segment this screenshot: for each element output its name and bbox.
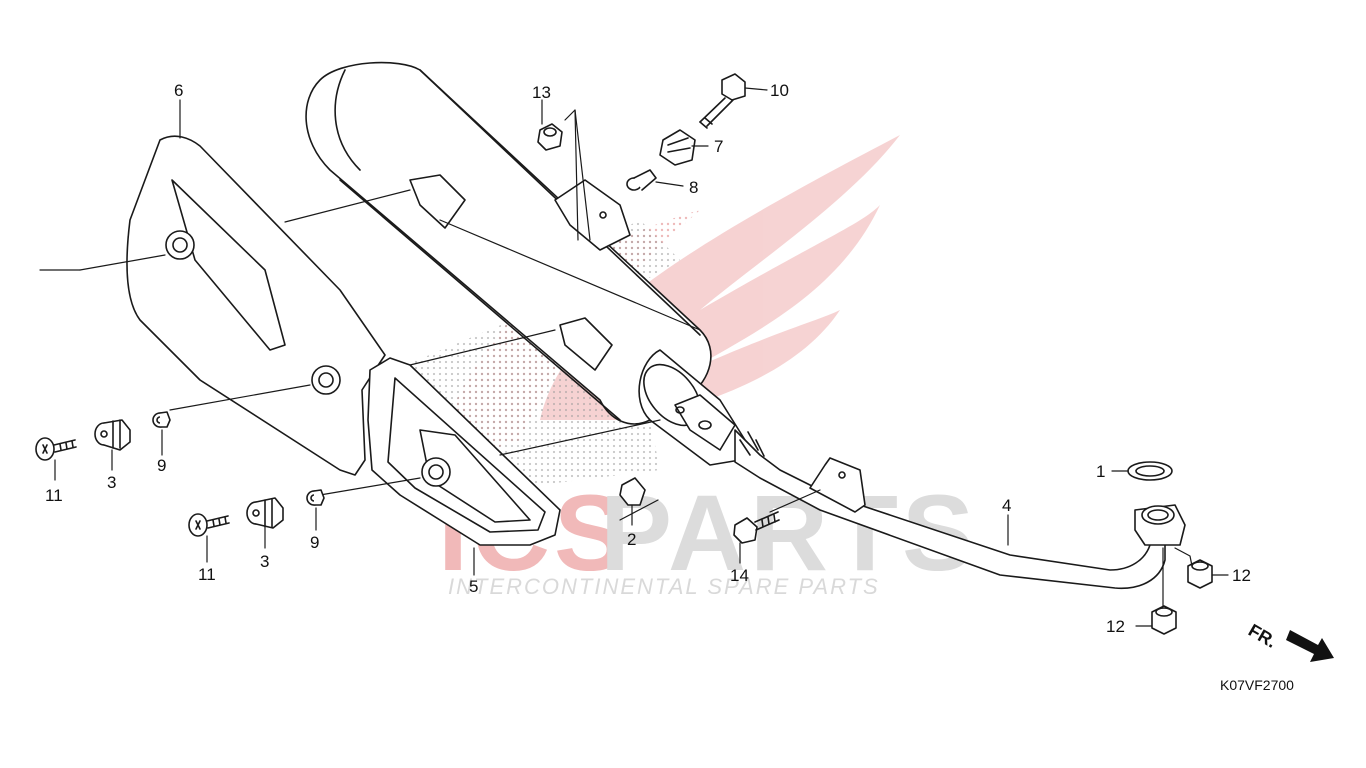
muffler-bracket-lower bbox=[674, 394, 736, 451]
rubber-part-3-a bbox=[94, 419, 131, 451]
callout-6: 6 bbox=[174, 81, 184, 100]
front-arrow-icon bbox=[1286, 630, 1334, 662]
pipe-flange bbox=[1134, 504, 1186, 546]
callout-leaders bbox=[54, 87, 1229, 627]
callout-3-left: 3 bbox=[107, 473, 117, 492]
collar-part-9-b bbox=[306, 489, 325, 506]
callout-8: 8 bbox=[689, 178, 699, 197]
nut-part-2 bbox=[619, 477, 646, 506]
heat-guard-cover bbox=[367, 357, 561, 546]
bolt-part-11-b bbox=[188, 513, 230, 537]
rubber-part-3-b bbox=[246, 497, 284, 529]
heat-guard-main bbox=[126, 135, 386, 476]
callout-11-right: 11 bbox=[198, 565, 216, 584]
clip-part-7 bbox=[659, 129, 696, 166]
nut-part-13 bbox=[537, 123, 563, 151]
callout-10: 10 bbox=[770, 81, 789, 100]
callout-14: 14 bbox=[730, 566, 749, 585]
callout-4: 4 bbox=[1002, 496, 1012, 515]
gasket-part-1 bbox=[1127, 461, 1173, 481]
guide-lines bbox=[39, 109, 821, 521]
callout-12-right: 12 bbox=[1232, 566, 1251, 585]
muffler-bracket-mid bbox=[559, 317, 613, 371]
callout-2: 2 bbox=[627, 530, 637, 549]
muffler-bracket-top bbox=[409, 174, 466, 229]
collar-part-9-a bbox=[152, 411, 171, 428]
diagram-code: K07VF2700 bbox=[1220, 677, 1294, 693]
callout-1: 1 bbox=[1096, 462, 1106, 481]
callout-3-right: 3 bbox=[260, 552, 270, 571]
callout-11-left: 11 bbox=[45, 486, 63, 505]
bolt-part-10 bbox=[699, 73, 746, 129]
callout-5: 5 bbox=[469, 577, 479, 596]
nut-part-12-a bbox=[1187, 559, 1213, 589]
bolt-part-14 bbox=[733, 511, 780, 544]
callout-9-right: 9 bbox=[310, 533, 320, 552]
muffler-mount-plate bbox=[554, 179, 631, 251]
exhaust-pipe bbox=[734, 429, 1166, 590]
watermark-tagline: INTERCONTINENTAL SPARE PARTS bbox=[448, 574, 880, 599]
callout-12-left: 12 bbox=[1106, 617, 1125, 636]
callout-7: 7 bbox=[714, 137, 724, 156]
callout-9-left: 9 bbox=[157, 456, 167, 475]
collar-part-8 bbox=[626, 169, 657, 191]
pipe-bracket bbox=[809, 457, 866, 513]
nut-part-12-b bbox=[1151, 605, 1177, 635]
bolt-part-11-a bbox=[35, 437, 77, 461]
callout-13: 13 bbox=[532, 83, 551, 102]
